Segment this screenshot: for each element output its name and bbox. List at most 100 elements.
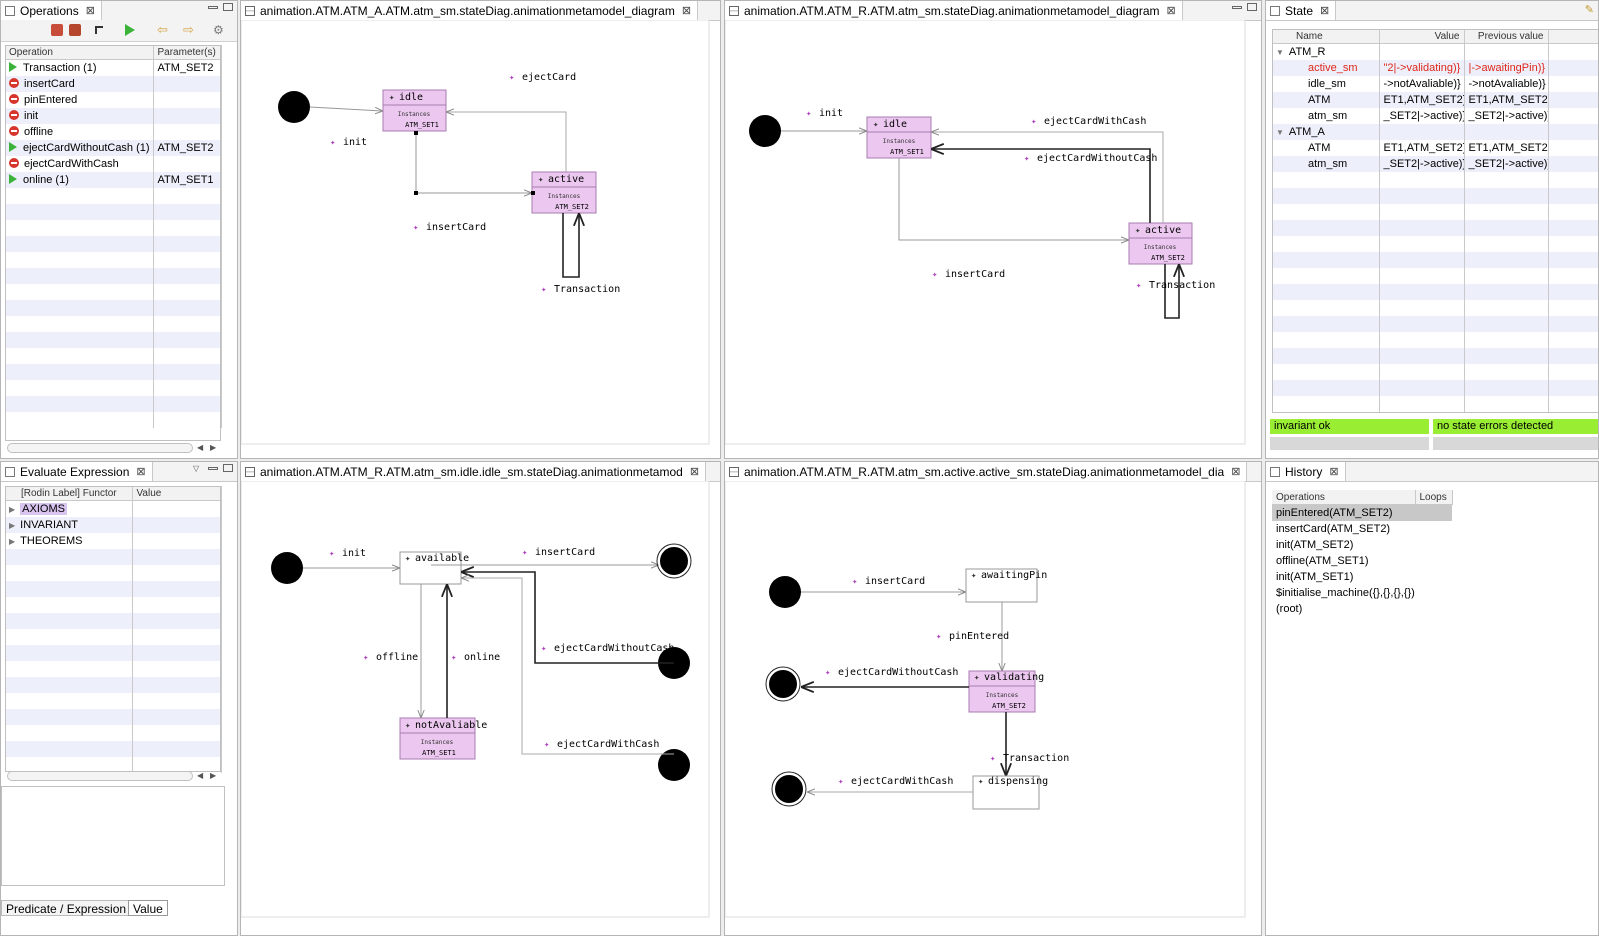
operation-row[interactable]: Transaction (1)ATM_SET2: [5, 59, 222, 76]
close-icon[interactable]: ⊠: [136, 466, 146, 478]
close-icon[interactable]: ⊠: [1329, 466, 1339, 478]
eval-row[interactable]: [5, 757, 222, 773]
scroll-right-icon[interactable]: ▶: [210, 443, 217, 452]
cursor-icon[interactable]: [95, 26, 103, 34]
close-icon[interactable]: ⊠: [689, 466, 700, 478]
diagram-canvas[interactable]: ✦ idle Instances ATM_SET1 ✦ active Insta…: [725, 20, 1262, 459]
state-var-row[interactable]: atm_sm_SET2|->active)}_SET2|->active)}: [1272, 156, 1598, 172]
operation-row[interactable]: [5, 380, 222, 396]
state-empty-row[interactable]: [1272, 396, 1598, 412]
eval-row[interactable]: [5, 693, 222, 709]
final-state[interactable]: [658, 749, 690, 781]
initial-state[interactable]: [749, 115, 781, 147]
close-icon[interactable]: ⊠: [85, 5, 95, 17]
state-empty-row[interactable]: [1272, 364, 1598, 380]
eval-row[interactable]: [5, 709, 222, 725]
final-state[interactable]: [658, 545, 690, 577]
state-group-row[interactable]: ▼ATM_A: [1272, 124, 1598, 140]
expand-icon[interactable]: ▶: [9, 521, 16, 530]
value-header[interactable]: Value: [132, 486, 222, 501]
scroll-left-icon[interactable]: ◀: [197, 771, 204, 780]
operation-row[interactable]: online (1)ATM_SET1: [5, 172, 222, 188]
eval-hscroll[interactable]: [7, 771, 193, 781]
collapse-icon[interactable]: ▼: [1276, 48, 1284, 57]
state-tab[interactable]: State⊠: [1266, 1, 1337, 20]
pin-icon[interactable]: ✎: [1584, 4, 1594, 16]
operation-row[interactable]: [5, 300, 222, 316]
maximize-icon[interactable]: [1247, 3, 1257, 11]
history-row[interactable]: insertCard(ATM_SET2): [1272, 521, 1452, 537]
minimize-icon[interactable]: [1232, 6, 1242, 9]
back-arrow-icon[interactable]: ⇦: [157, 22, 168, 37]
operation-row[interactable]: ejectCardWithCash: [5, 156, 222, 172]
eval-row[interactable]: ▶INVARIANT: [5, 517, 222, 533]
label-header[interactable]: [Rodin Label] Functor: [5, 486, 133, 501]
eval-row[interactable]: [5, 677, 222, 693]
eval-row[interactable]: [5, 581, 222, 597]
close-icon[interactable]: ⊠: [1320, 5, 1330, 17]
settings-icon[interactable]: ⚙: [213, 23, 224, 37]
history-row[interactable]: (root): [1272, 601, 1452, 617]
state-empty-row[interactable]: [1272, 300, 1598, 316]
state-awaitingpin[interactable]: [965, 568, 1038, 603]
state-empty-row[interactable]: [1272, 284, 1598, 300]
state-empty-row[interactable]: [1272, 236, 1598, 252]
eval-row[interactable]: [5, 725, 222, 741]
operation-row[interactable]: ejectCardWithoutCash (1)ATM_SET2: [5, 140, 222, 156]
state-empty-row[interactable]: [1272, 332, 1598, 348]
run-icon[interactable]: [125, 24, 135, 36]
operation-row[interactable]: [5, 364, 222, 380]
expression-text-area[interactable]: [1, 786, 225, 886]
history-row[interactable]: init(ATM_SET1): [1272, 569, 1452, 585]
operations-hscroll[interactable]: [7, 443, 193, 453]
diagram-tab[interactable]: animation.ATM.ATM_R.ATM.atm_sm.idle.idle…: [241, 462, 707, 481]
history-row[interactable]: $initialise_machine({},{},{},{}): [1272, 585, 1452, 601]
operations-header[interactable]: Operations: [1272, 490, 1416, 505]
state-idle[interactable]: [866, 116, 932, 159]
initial-state[interactable]: [278, 91, 310, 123]
operations-tab[interactable]: Operations⊠: [1, 1, 102, 20]
forward-arrow-icon[interactable]: ⇨: [183, 22, 194, 37]
collapse-icon[interactable]: ▼: [1276, 128, 1284, 137]
diagram-canvas[interactable]: ✦ awaitingPin ✦ validating Instances ATM…: [725, 481, 1262, 936]
history-row[interactable]: offline(ATM_SET1): [1272, 553, 1452, 569]
eval-row[interactable]: [5, 741, 222, 757]
close-icon[interactable]: ⊠: [1166, 5, 1176, 17]
state-active[interactable]: [1128, 222, 1193, 265]
loops-header[interactable]: Loops: [1415, 490, 1453, 505]
random-op-icon[interactable]: [51, 24, 63, 36]
operation-row[interactable]: [5, 236, 222, 252]
close-icon[interactable]: ⊠: [681, 5, 692, 17]
scroll-right-icon[interactable]: ▶: [210, 771, 217, 780]
diagram-tab[interactable]: animation.ATM.ATM_R.ATM.atm_sm.stateDiag…: [725, 1, 1183, 20]
operation-row[interactable]: insertCard: [5, 76, 222, 92]
operation-row[interactable]: offline: [5, 124, 222, 140]
state-validating[interactable]: [968, 670, 1036, 713]
state-empty-row[interactable]: [1272, 268, 1598, 284]
eval-row[interactable]: [5, 549, 222, 565]
state-var-row[interactable]: idle_sm->notAvaliable)}->notAvaliable)}: [1272, 76, 1598, 92]
name-header[interactable]: Name: [1272, 29, 1380, 44]
final-state[interactable]: [767, 668, 799, 700]
view-menu-icon[interactable]: ▽: [193, 464, 200, 473]
eval-row[interactable]: [5, 613, 222, 629]
history-tab[interactable]: History⊠: [1266, 462, 1346, 481]
scroll-left-icon[interactable]: ◀: [197, 443, 204, 452]
operation-row[interactable]: [5, 396, 222, 412]
history-row[interactable]: init(ATM_SET2): [1272, 537, 1452, 553]
state-empty-row[interactable]: [1272, 204, 1598, 220]
initial-state[interactable]: [769, 576, 801, 608]
eval-row[interactable]: [5, 565, 222, 581]
state-idle[interactable]: [382, 89, 447, 132]
operation-row[interactable]: [5, 284, 222, 300]
diagram-tab[interactable]: animation.ATM.ATM_A.ATM.atm_sm.stateDiag…: [241, 1, 699, 20]
state-empty-row[interactable]: [1272, 252, 1598, 268]
operation-row[interactable]: init: [5, 108, 222, 124]
operation-row[interactable]: [5, 316, 222, 332]
state-group-row[interactable]: ▼ATM_R: [1272, 43, 1598, 60]
state-var-row[interactable]: atm_sm_SET2|->active)}_SET2|->active)}: [1272, 108, 1598, 124]
operation-row[interactable]: [5, 220, 222, 236]
eval-row[interactable]: ▶AXIOMS: [5, 500, 222, 517]
state-notavaliable[interactable]: [399, 717, 476, 760]
